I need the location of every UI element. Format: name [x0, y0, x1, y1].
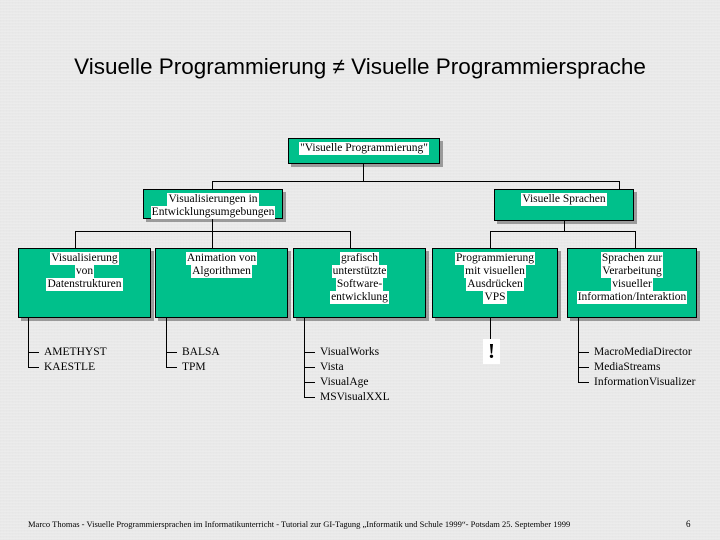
example-list-visualisierung: AMETHYST KAESTLE — [28, 345, 107, 375]
node-line: entwicklung — [330, 291, 389, 304]
list-item[interactable]: VisualWorks — [304, 345, 390, 360]
diagram-node-visuelle-sprachen[interactable]: Visuelle Sprachen — [494, 189, 634, 221]
list-tick — [578, 352, 589, 353]
list-item[interactable]: KAESTLE — [28, 360, 107, 375]
slide-footer: Marco Thomas - Visuelle Programmiersprac… — [28, 519, 571, 529]
list-tick — [166, 352, 177, 353]
list-item[interactable]: BALSA — [166, 345, 220, 360]
connector-level1-bus — [212, 181, 619, 182]
diagram-node-animation-algorithmen[interactable]: Animation von Algorithmen — [155, 248, 288, 318]
connector-drop-l3-1 — [75, 231, 76, 248]
list-item-label: MediaStreams — [594, 361, 661, 373]
connector-leaf-stem-3 — [304, 318, 305, 345]
list-item-label: InformationVisualizer — [594, 376, 696, 388]
list-item[interactable]: MacroMediaDirector — [578, 345, 696, 360]
node-line: Animation von — [185, 252, 258, 265]
connector-drop-l3-2 — [212, 231, 213, 248]
list-tick — [304, 352, 315, 353]
list-item[interactable]: Vista — [304, 360, 390, 375]
connector-leaf-stem-5 — [578, 318, 579, 345]
diagram-node-programmierung-vps[interactable]: Programmierung mit visuellen Ausdrücken … — [432, 248, 558, 318]
list-item-label: MSVisualXXL — [320, 391, 390, 403]
diagram-node-sprachen-verarbeitung[interactable]: Sprachen zur Verarbeitung visueller Info… — [567, 248, 697, 318]
connector-leaf-stem-1 — [28, 318, 29, 345]
list-item-label: TPM — [182, 361, 206, 373]
list-item[interactable]: TPM — [166, 360, 220, 375]
list-item-label: VisualWorks — [320, 346, 380, 358]
node-line: "Visuelle Programmierung" — [299, 142, 429, 155]
list-tick — [578, 367, 589, 368]
list-item[interactable]: AMETHYST — [28, 345, 107, 360]
list-item[interactable]: InformationVisualizer — [578, 375, 696, 390]
connector-drop-l2-left — [212, 181, 213, 189]
list-tick — [28, 367, 39, 368]
connector-root-stem — [363, 164, 364, 181]
node-line: unterstützte — [331, 265, 388, 278]
connector-drop-l3-5 — [635, 231, 636, 248]
node-line: visueller — [611, 278, 653, 291]
connector-level2-right-bus — [490, 231, 635, 232]
list-item-label: MacroMediaDirector — [594, 346, 692, 358]
page-title: Visuelle Programmierung ≠ Visuelle Progr… — [74, 54, 646, 79]
list-item[interactable]: MediaStreams — [578, 360, 696, 375]
node-line: Visualisierungen in — [167, 193, 259, 206]
node-line: Software- — [335, 278, 384, 291]
list-rail — [578, 345, 579, 383]
example-list-softwareentwicklung: VisualWorks Vista VisualAge MSVisualXXL — [304, 345, 390, 405]
list-item-label: KAESTLE — [44, 361, 96, 373]
list-rail — [28, 345, 29, 368]
list-tick — [304, 397, 315, 398]
list-tick — [304, 382, 315, 383]
node-line: Ausdrücken — [466, 278, 524, 291]
list-item[interactable]: MSVisualXXL — [304, 390, 390, 405]
connector-marker-stem — [490, 318, 491, 340]
diagram-node-grafisch-softwareentwicklung[interactable]: grafisch unterstützte Software- entwickl… — [293, 248, 426, 318]
node-line: Information/Interaktion — [576, 291, 688, 304]
node-line: Visualisierung — [50, 252, 119, 265]
list-item[interactable]: VisualAge — [304, 375, 390, 390]
connector-l2-left-stem — [212, 219, 213, 231]
example-list-animation: BALSA TPM — [166, 345, 220, 375]
list-tick — [28, 352, 39, 353]
list-tick — [304, 367, 315, 368]
connector-l2-right-stem — [564, 221, 565, 231]
node-line: grafisch — [339, 252, 380, 265]
node-line: Visuelle Sprachen — [521, 193, 607, 206]
list-tick — [166, 367, 177, 368]
node-line: Algorithmen — [191, 265, 252, 278]
node-line: mit visuellen — [464, 265, 526, 278]
example-list-visuelle-sprachen: MacroMediaDirector MediaStreams Informat… — [578, 345, 696, 390]
list-rail — [166, 345, 167, 368]
exclamation-marker-icon: ! — [483, 339, 500, 364]
slide-page-number: 6 — [686, 519, 691, 529]
node-line: Verarbeitung — [601, 265, 663, 278]
connector-drop-l3-3 — [350, 231, 351, 248]
node-line: von — [74, 265, 95, 278]
list-tick — [578, 382, 589, 383]
connector-drop-l3-4 — [490, 231, 491, 248]
list-item-label: VisualAge — [320, 376, 369, 388]
connector-drop-l2-right — [619, 181, 620, 189]
list-item-label: AMETHYST — [44, 346, 107, 358]
list-item-label: Vista — [320, 361, 344, 373]
list-rail — [304, 345, 305, 398]
node-line: Datenstrukturen — [46, 278, 123, 291]
node-line: Programmierung — [455, 252, 535, 265]
node-line: Sprachen zur — [600, 252, 664, 265]
list-item-label: BALSA — [182, 346, 220, 358]
connector-leaf-stem-2 — [166, 318, 167, 345]
diagram-node-root[interactable]: "Visuelle Programmierung" — [288, 138, 440, 164]
diagram-node-visualisierung-datenstrukturen[interactable]: Visualisierung von Datenstrukturen — [18, 248, 151, 318]
node-line: VPS — [483, 291, 507, 304]
diagram-node-visualisierungen[interactable]: Visualisierungen in Entwicklungsumgebung… — [143, 189, 283, 219]
node-line: Entwicklungsumgebungen — [150, 206, 276, 219]
